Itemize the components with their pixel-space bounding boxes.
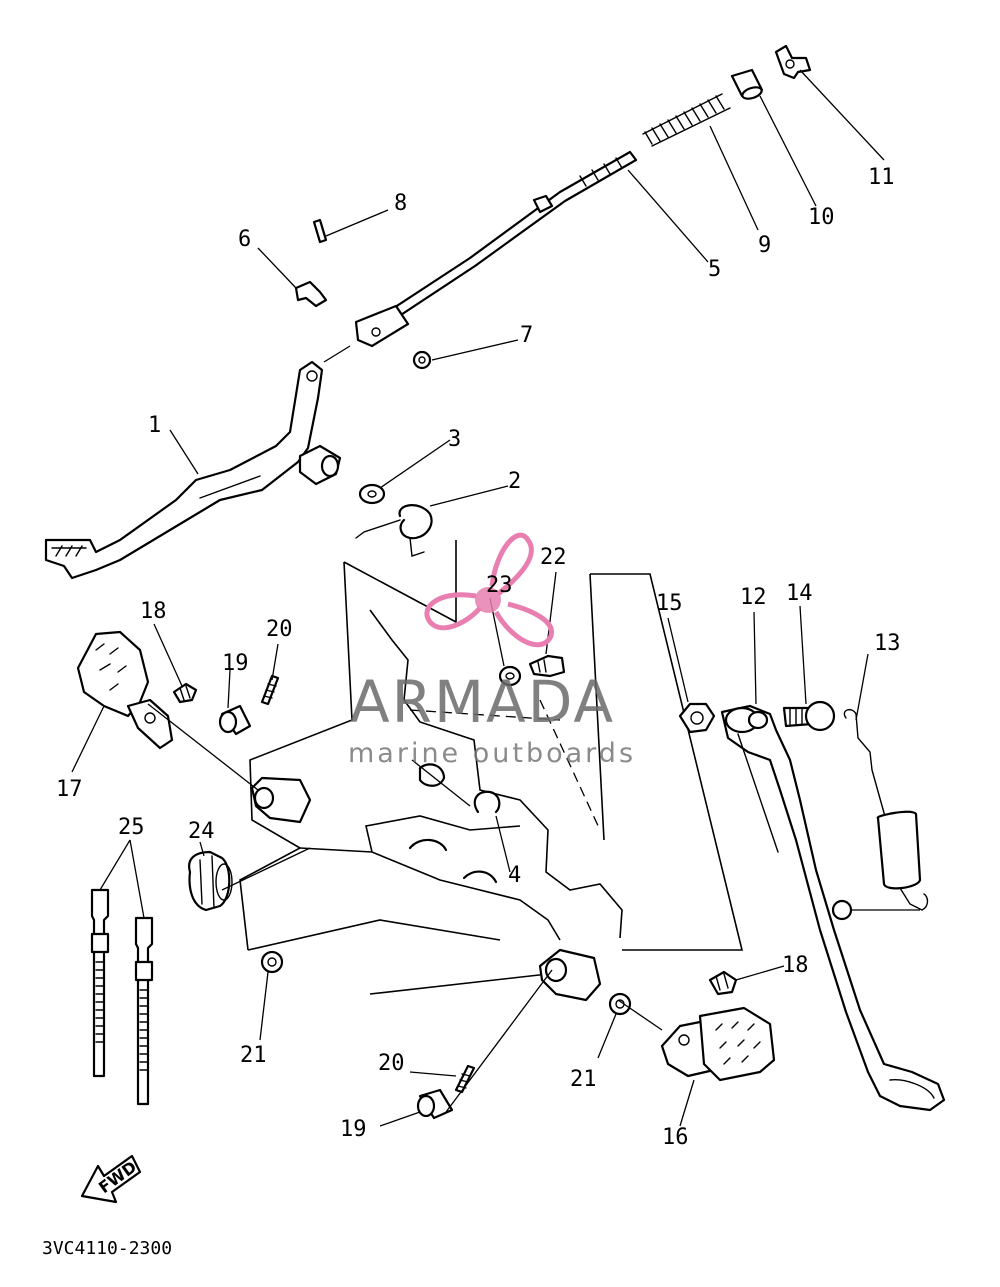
part-19-pin-left	[218, 704, 252, 736]
callout-13: 13	[874, 631, 901, 656]
callout-25: 25	[118, 815, 145, 840]
part-11-wing-nut	[774, 44, 812, 80]
callout-21-left: 21	[240, 1043, 267, 1068]
part-10-collar	[730, 68, 764, 100]
callout-18-left: 18	[140, 599, 167, 624]
callout-3: 3	[448, 427, 461, 452]
callout-20-right: 20	[378, 1051, 405, 1076]
callout-24: 24	[188, 819, 215, 844]
watermark: ARMADA marine outboards	[348, 532, 636, 769]
part-18-spring-left	[172, 682, 198, 704]
part-9-spring	[642, 93, 731, 147]
part-8-cotter-pin	[312, 218, 328, 244]
part-14-bolt	[782, 700, 836, 732]
part-25-cable-tie-1	[90, 888, 110, 1078]
part-21-washer-left	[260, 950, 284, 974]
part-1-brake-pedal	[44, 360, 342, 580]
part-3-washer	[358, 483, 386, 505]
part-25-cable-tie-2	[134, 916, 154, 1106]
callout-8: 8	[394, 191, 407, 216]
callout-6: 6	[238, 227, 251, 252]
armada-propeller-logo	[424, 532, 554, 648]
part-22-bolt	[528, 654, 566, 678]
callout-1: 1	[148, 413, 161, 438]
callout-21-right: 21	[570, 1067, 597, 1092]
diagram-code: 3VC4110-2300	[42, 1238, 172, 1259]
brand-name: ARMADA	[350, 668, 615, 736]
part-13-spring	[831, 708, 929, 921]
callout-16: 16	[662, 1125, 689, 1150]
part-17-footrest-left	[76, 630, 174, 750]
callout-10: 10	[808, 205, 835, 230]
part-24-bushing	[188, 850, 233, 912]
part-15-nut	[678, 702, 716, 734]
brand-tagline: marine outboards	[348, 738, 636, 769]
part-21-washer-right	[608, 992, 632, 1016]
callout-18-right: 18	[782, 953, 809, 978]
callout-23: 23	[486, 573, 513, 598]
callout-11: 11	[868, 165, 895, 190]
callout-12: 12	[740, 585, 767, 610]
part-5-rod	[354, 150, 638, 348]
footrest-bracket	[538, 948, 602, 1002]
part-6-pin	[294, 280, 328, 308]
fwd-arrow: FWD	[80, 1154, 142, 1204]
callout-15: 15	[656, 591, 683, 616]
callout-20-left: 20	[266, 617, 293, 642]
callout-5: 5	[708, 257, 721, 282]
frame	[239, 540, 744, 995]
part-20-pin-left	[260, 674, 280, 706]
callout-19-left: 19	[222, 651, 249, 676]
part-16-footrest-right	[660, 1006, 776, 1082]
part-4-circlip	[473, 790, 501, 814]
logo-blade-left	[424, 592, 482, 631]
callout-9: 9	[758, 233, 771, 258]
callout-22: 22	[540, 545, 567, 570]
callout-19-right: 19	[340, 1117, 367, 1142]
logo-hub	[475, 587, 501, 613]
logo-blade-right	[493, 601, 554, 648]
logo-blade-top	[489, 532, 534, 596]
callout-2: 2	[508, 469, 521, 494]
callout-4: 4	[508, 863, 521, 888]
part-2-return-spring	[355, 504, 433, 557]
callout-7: 7	[520, 323, 533, 348]
callouts: 1 2 3 4 5 6 7 8 9 10 11 12 13 14 15 16 1…	[56, 165, 901, 1150]
part-18-spring-right	[708, 970, 738, 996]
part-7-nut	[412, 350, 432, 370]
callout-17: 17	[56, 777, 83, 802]
callout-14: 14	[786, 581, 813, 606]
part-23-nut	[498, 665, 522, 687]
part-12-sidestand	[720, 704, 946, 1112]
part-19-pin-right	[416, 1088, 454, 1120]
